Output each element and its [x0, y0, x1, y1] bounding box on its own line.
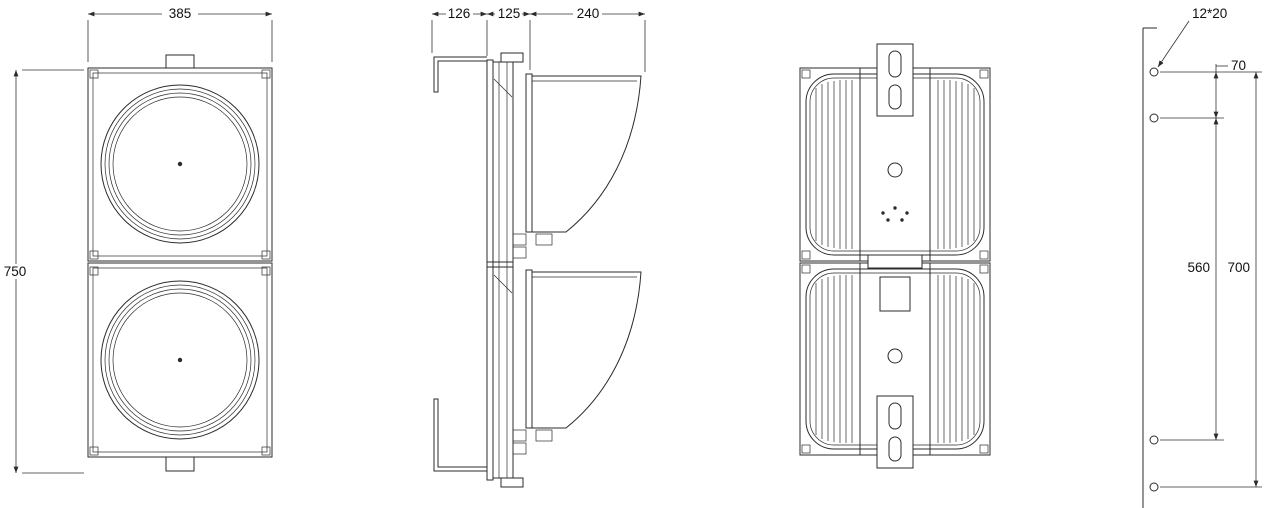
side-latch-top	[535, 233, 553, 246]
back-ribs-bottom-left	[815, 275, 853, 443]
mount-hole-3	[1149, 435, 1159, 445]
back-top-mount-bracket	[876, 43, 914, 117]
front-view: 385 750	[0, 6, 273, 474]
side-lens-ring-top	[525, 73, 533, 233]
front-bottom-mount-tab	[165, 456, 195, 472]
back-seam-connector	[867, 254, 923, 269]
side-lens-ring-bottom	[525, 269, 533, 429]
dim-hole-pitch-text: 70	[1231, 58, 1246, 73]
dim-front-width: 385	[87, 6, 273, 62]
side-top-mount-hook	[433, 56, 487, 93]
side-view: 126 125 240	[431, 6, 646, 488]
back-ribs-top-right	[937, 80, 975, 249]
mount-hole-2	[1149, 113, 1159, 123]
back-ribs-bottom-right	[937, 275, 975, 443]
back-vent-holes	[881, 206, 909, 222]
front-door-frame-top	[92, 72, 268, 257]
side-latch-bottom	[535, 429, 553, 442]
front-top-mount-tab	[165, 54, 195, 69]
back-top-slot-2	[888, 84, 902, 110]
back-bottom-mount-bracket	[876, 395, 914, 469]
side-housing-body	[492, 61, 514, 479]
dim-body-depth-text: 125	[498, 6, 521, 21]
front-door-frame-bottom	[92, 267, 268, 453]
side-back-plate	[486, 59, 494, 481]
back-top-slot-1	[888, 50, 902, 78]
dim-mount-depth-text: 126	[448, 6, 471, 21]
dim-inner-span: 560	[1160, 118, 1224, 441]
dim-front-width-text: 385	[169, 6, 192, 21]
lens-bottom	[100, 280, 260, 440]
side-reflector-line-bottom	[493, 274, 513, 294]
front-corner-screws	[89, 69, 271, 456]
back-bottom-slot-1	[888, 402, 902, 430]
front-housing-bottom-section	[87, 262, 273, 458]
side-reflector-line-top	[493, 78, 513, 98]
back-view	[799, 43, 991, 469]
side-hinge-lugs	[512, 233, 527, 455]
dim-front-height-text: 750	[4, 264, 27, 279]
front-housing-top-section	[87, 67, 273, 262]
side-top-cap	[500, 52, 524, 63]
lens-top-center-hole	[177, 161, 183, 167]
dim-outer-span-text: 700	[1227, 260, 1250, 275]
hole-spec-text: 12*20	[1192, 6, 1227, 21]
dim-side-chain: 126 125 240	[431, 6, 646, 72]
back-terminal-opening	[879, 276, 911, 312]
dim-inner-span-text: 560	[1187, 260, 1210, 275]
side-bottom-mount-hook	[433, 398, 487, 472]
mounting-view: 12*20 70 560 700	[1142, 6, 1262, 508]
back-cable-hole-bottom	[887, 348, 903, 364]
side-visor-top	[531, 75, 642, 233]
lens-top	[100, 84, 260, 244]
back-corner-screws	[801, 69, 989, 454]
back-cable-hole-top	[887, 162, 903, 178]
lens-bottom-center-hole	[177, 357, 183, 363]
back-bottom-slot-2	[888, 436, 902, 462]
dim-visor-length-text: 240	[577, 6, 600, 21]
side-bottom-cap	[500, 477, 524, 488]
dim-front-height: 750	[0, 69, 84, 474]
hole-spec-callout: 12*20	[1157, 6, 1227, 68]
dim-outer-span: 700	[1160, 72, 1262, 488]
mount-hole-4	[1149, 482, 1159, 492]
side-visor-bottom	[531, 271, 642, 429]
dim-hole-pitch: 70	[1160, 58, 1262, 119]
back-ribs-top-left	[815, 80, 853, 249]
mount-hole-1	[1149, 67, 1159, 77]
